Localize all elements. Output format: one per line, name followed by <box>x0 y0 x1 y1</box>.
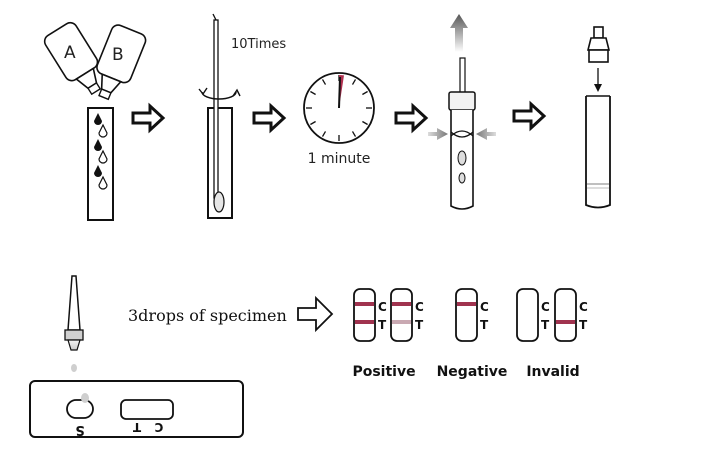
pull-up-arrow <box>450 14 468 52</box>
positive-c-label-2: C <box>415 300 424 314</box>
squeeze-left-arrow <box>428 128 448 140</box>
negative-c-label: C <box>480 300 489 314</box>
bottle-a: A <box>43 21 102 96</box>
bottle-b-label: B <box>112 45 124 65</box>
step6-dispense-specimen: 3drops of specimen S C T <box>29 275 287 438</box>
squeeze-right-arrow <box>476 128 496 140</box>
extraction-tube-with-drops <box>87 107 114 221</box>
bottle-b: B <box>96 24 147 101</box>
step2-stir-swab: 10Times <box>198 13 286 219</box>
invalid-t-label-2: T <box>579 318 588 332</box>
negative-strip <box>455 288 478 342</box>
sample-well-label: S <box>75 422 84 437</box>
timer-label: 1 minute <box>308 151 371 167</box>
bottle-a-label: A <box>64 43 76 63</box>
test-cassette: S C T <box>29 380 244 438</box>
positive-label: Positive <box>352 364 415 380</box>
control-line <box>355 302 374 306</box>
positive-c-label-1: C <box>378 300 387 314</box>
invalid-c-label-2: C <box>579 300 588 314</box>
step-arrow-2 <box>252 102 287 134</box>
stir-count-label: 10Times <box>231 37 286 52</box>
positive-result: C T C T Positive <box>352 288 424 380</box>
invalid-label: Invalid <box>526 364 579 380</box>
step-arrow-4 <box>512 100 547 132</box>
invalid-c-label-1: C <box>541 300 550 314</box>
cassette-control-label: C <box>154 420 163 434</box>
positive-strip-2 <box>390 288 413 342</box>
step5-attach-dropper <box>585 26 611 209</box>
faint-test-line <box>392 320 411 324</box>
step3-wait-timer: 1 minute <box>303 72 375 167</box>
step4-squeeze-remove-swab <box>428 14 496 210</box>
invalid-strip-2 <box>554 288 577 342</box>
positive-t-label-1: T <box>378 318 387 332</box>
sample-well <box>66 399 94 419</box>
test-line <box>556 320 575 324</box>
cassette-test-label: T <box>132 420 141 434</box>
result-interpretation: C T C T Positive C T Negative C T C T <box>352 288 588 380</box>
invalid-t-label-1: T <box>541 318 550 332</box>
positive-strip-1 <box>353 288 376 342</box>
dispense-instruction: 3drops of specimen <box>128 306 287 325</box>
control-line <box>392 302 411 306</box>
step-arrow-1 <box>131 102 166 134</box>
negative-label: Negative <box>437 364 508 380</box>
invalid-strip-1 <box>516 288 539 342</box>
rotate-icon <box>201 91 237 100</box>
control-line <box>457 302 476 306</box>
negative-t-label: T <box>480 318 489 332</box>
negative-result: C T Negative <box>437 288 508 380</box>
positive-t-label-2: T <box>415 318 424 332</box>
test-line <box>355 320 374 324</box>
step1-add-reagents: A B <box>43 21 147 221</box>
result-window <box>120 399 174 420</box>
step-arrow-3 <box>394 102 429 134</box>
step-arrow-5 <box>297 295 334 333</box>
invalid-result: C T C T Invalid <box>516 288 588 380</box>
